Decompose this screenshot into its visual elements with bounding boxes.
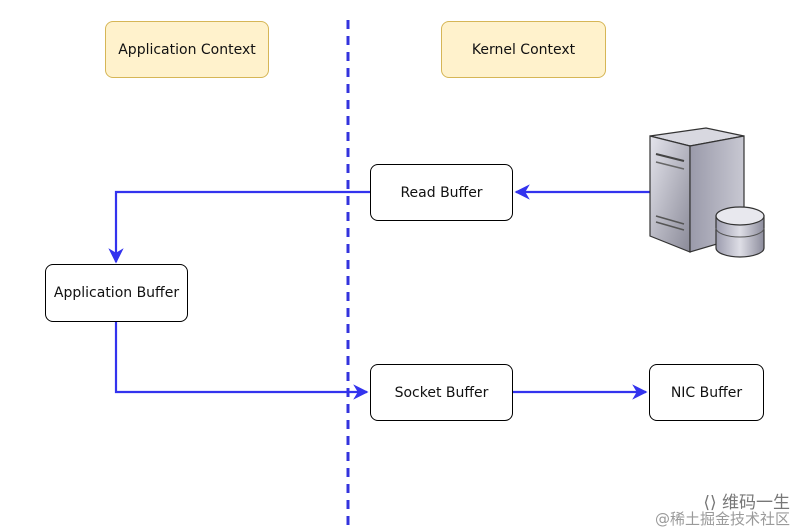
socket-buffer-node: Socket Buffer [370,364,513,421]
arrow-application-to-socket-buffer [114,322,369,400]
kernel-context-label: Kernel Context [441,21,606,78]
read-buffer-node: Read Buffer [370,164,513,221]
application-buffer-node: Application Buffer [45,264,188,322]
server-disk-icon [649,127,765,258]
application-context-label: Application Context [105,21,269,78]
watermark: ⟨⟩ 维码一生 @稀土掘金技术社区 [655,495,790,527]
nic-buffer-node: NIC Buffer [649,364,764,421]
watermark-handle: @稀土掘金技术社区 [654,510,790,528]
watermark-brand: ⟨⟩ 维码一生 [703,493,790,513]
arrow-read-to-application-buffer [108,190,370,264]
